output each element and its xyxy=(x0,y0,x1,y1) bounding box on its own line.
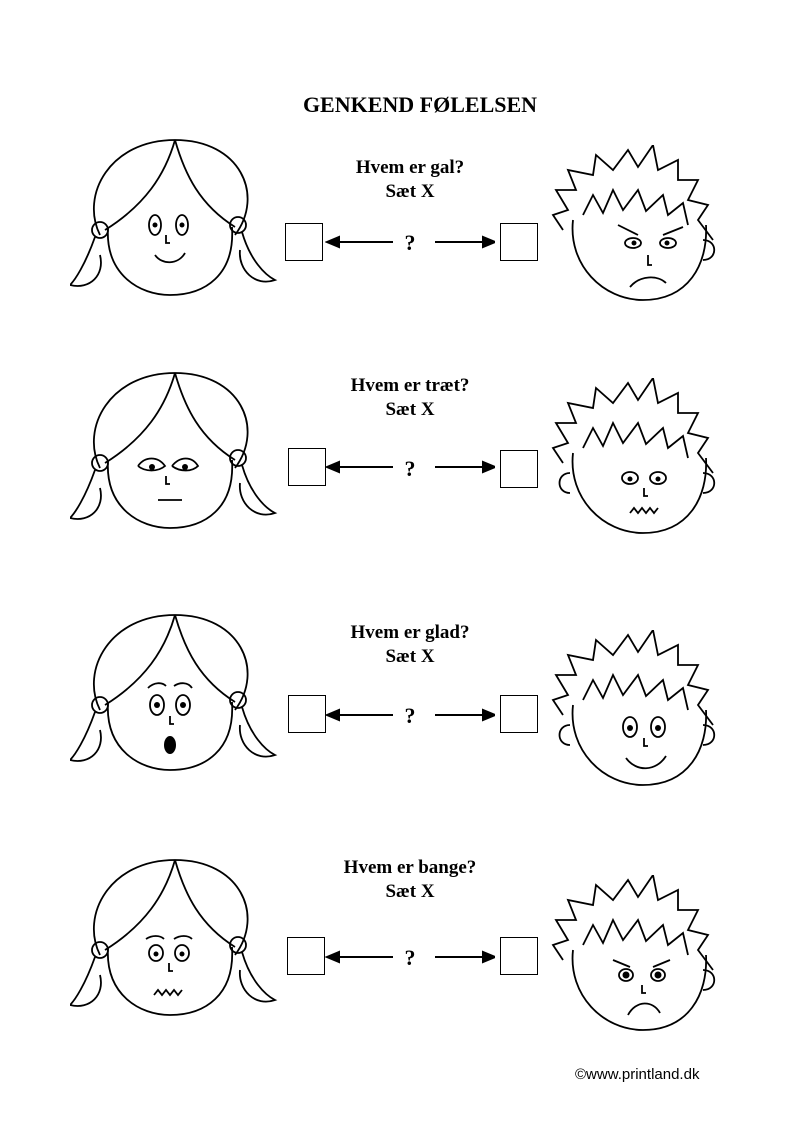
boy-face-angry xyxy=(548,145,723,305)
girl-face-scared xyxy=(70,855,280,1030)
copyright-footer: ©www.printland.dk xyxy=(575,1066,700,1083)
girl-face-happy xyxy=(70,135,280,310)
girl-face-surprised xyxy=(70,610,280,785)
worksheet-title: GENKEND FØLELSEN xyxy=(302,92,538,117)
boy-face-angry xyxy=(548,875,723,1035)
emotion-row-1: Hvem er gal? Sæt X ? xyxy=(0,139,800,380)
question-text: Hvem er glad? Sæt X xyxy=(290,621,530,669)
emotion-row-3: Hvem er glad? Sæt X ? xyxy=(0,614,800,845)
girl-answer-checkbox[interactable] xyxy=(288,695,326,733)
question-label: Hvem er glad? xyxy=(350,622,470,643)
question-text: Hvem er træt? Sæt X xyxy=(290,374,530,422)
question-text: Hvem er gal? Sæt X xyxy=(290,156,530,204)
boy-answer-checkbox[interactable] xyxy=(500,450,538,488)
double-arrow xyxy=(325,460,495,474)
question-label: Hvem er bange? xyxy=(343,857,477,878)
boy-answer-checkbox[interactable] xyxy=(500,223,538,261)
question-label: Hvem er gal? xyxy=(355,157,465,178)
instruction-label: Sæt X xyxy=(385,881,435,902)
boy-face-happy xyxy=(548,630,723,790)
question-mark: ? xyxy=(404,703,416,728)
instruction-label: Sæt X xyxy=(385,646,435,667)
question-mark: ? xyxy=(404,230,416,255)
question-mark: ? xyxy=(404,456,416,481)
girl-answer-checkbox[interactable] xyxy=(285,223,323,261)
girl-answer-checkbox[interactable] xyxy=(288,448,326,486)
boy-face-scared xyxy=(548,378,723,538)
question-text: Hvem er bange? Sæt X xyxy=(290,856,530,904)
question-label: Hvem er træt? xyxy=(350,375,470,396)
double-arrow xyxy=(325,950,495,964)
question-mark: ? xyxy=(404,945,416,970)
emotion-row-2: Hvem er træt? Sæt X ? xyxy=(0,368,800,598)
double-arrow xyxy=(325,708,495,722)
emotion-row-4: Hvem er bange? Sæt X ? xyxy=(0,850,800,1080)
double-arrow xyxy=(325,235,495,249)
instruction-label: Sæt X xyxy=(385,181,435,202)
girl-face-tired xyxy=(70,368,280,543)
boy-answer-checkbox[interactable] xyxy=(500,695,538,733)
boy-answer-checkbox[interactable] xyxy=(500,937,538,975)
girl-answer-checkbox[interactable] xyxy=(287,937,325,975)
instruction-label: Sæt X xyxy=(385,399,435,420)
